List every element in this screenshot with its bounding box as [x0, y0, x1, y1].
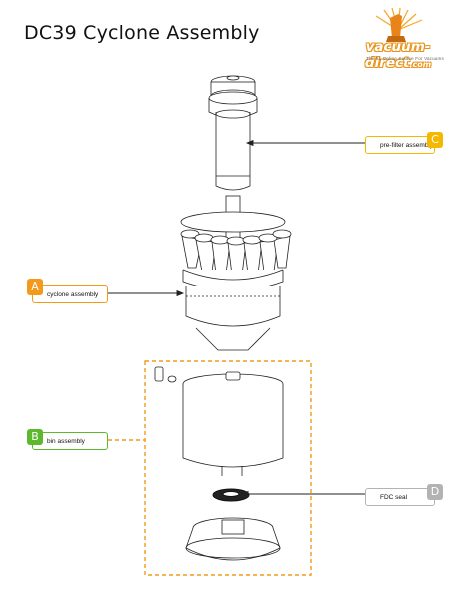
fdc-seal-drawing	[212, 488, 250, 502]
page-title: DC39 Cyclone Assembly	[24, 22, 260, 44]
callout-letter-d-badge: D	[427, 484, 443, 500]
vacuum-direct-logo[interactable]: vacuum-direct.com The #1 Online Source F…	[336, 8, 460, 71]
callout-fdc-seal[interactable]: FDC seal	[365, 488, 435, 506]
callout-letter-a-badge: A	[27, 279, 43, 295]
callout-letter-c-badge: C	[427, 132, 443, 148]
vacuum-logo-icon	[375, 8, 423, 42]
cyclone-cones	[181, 235, 291, 276]
callout-letter-b-badge: B	[27, 429, 43, 445]
pre-filter-assembly-drawing	[208, 75, 258, 191]
callout-label: cyclone assembly	[47, 291, 99, 298]
logo-brand-text: vacuum-direct.com	[364, 39, 432, 71]
bin-assembly-drawing	[154, 366, 284, 476]
bin-base-drawing	[185, 517, 281, 561]
bin-group-outline	[144, 360, 312, 576]
cyclone-assembly-drawing	[180, 195, 292, 351]
callout-bin-assembly[interactable]: bin assembly	[32, 432, 108, 450]
callout-label: bin assembly	[47, 438, 85, 445]
callout-label: pre-filter assembly	[380, 142, 434, 149]
callout-pre-filter-assembly[interactable]: pre-filter assembly	[365, 136, 435, 154]
callout-label: FDC seal	[380, 494, 408, 501]
logo-tagline: The #1 Online Source For Vacuums	[366, 56, 444, 61]
cyclone-tips	[180, 229, 292, 246]
callout-cyclone-assembly[interactable]: cyclone assembly	[32, 285, 108, 303]
